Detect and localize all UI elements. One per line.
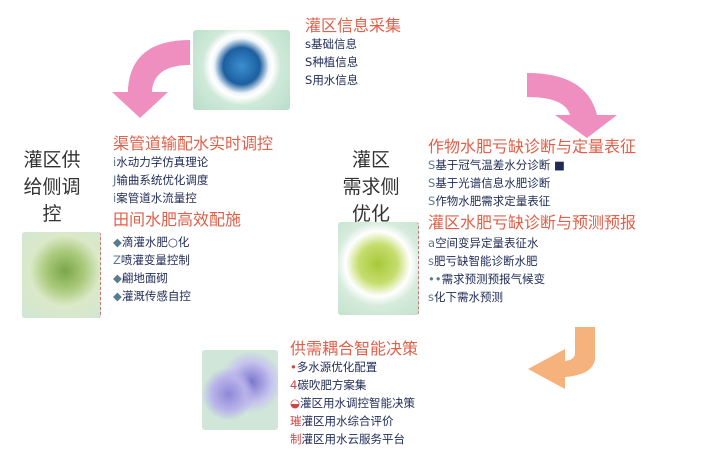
section-title: 作物水肥亏缺诊断与定量表征: [428, 137, 637, 156]
list-item: •多水源优化配置: [290, 360, 378, 374]
list-item: ◆灌溉传感自控: [113, 289, 191, 303]
demand-side-block: 作物水肥亏缺诊断与定量表征 S基于冠气温差水分诊断 ■ S基于光谱信息水肥诊断 …: [428, 138, 636, 306]
list-item: ••需求预测预报气候变: [428, 272, 546, 286]
list-item: s基础信息: [305, 37, 357, 51]
people-image: [202, 350, 278, 430]
demand-side-label: 灌区需求侧优化: [342, 149, 400, 225]
list-item: s肥亏缺智能诊断水肥: [428, 254, 538, 268]
list-item: ◒灌区用水调控智能决策: [290, 396, 416, 410]
list-item: S用水信息: [305, 73, 359, 87]
leaf-image: [338, 222, 419, 315]
section-title: 渠管道输配水实时调控: [113, 134, 274, 153]
globe-image: [193, 30, 290, 110]
supply-side-block: 渠管道输配水实时调控 i水动力学仿真理论 J输曲系统优化调度 i案管道水流量控 …: [113, 135, 273, 305]
decision-block: 供需耦合智能决策 •多水源优化配置 4碳吹肥方案集 ◒灌区用水调控智能决策 璀灌…: [290, 340, 418, 448]
tree-faucet-image: [22, 232, 101, 318]
list-item: S基于光谱信息水肥诊断: [428, 176, 551, 190]
info-collection-block: 灌区信息采集 s基础信息 S种植信息 S用水信息: [305, 17, 401, 89]
list-item: 璀灌区用水综合评价: [290, 414, 394, 428]
list-item: ◆滴灌水肥○化: [113, 235, 190, 249]
list-item: i案管道水流量控: [113, 191, 197, 205]
section-title: 田间水肥高效配施: [113, 210, 242, 229]
list-item: a空间变异定量表征水: [428, 236, 539, 250]
decision-title: 供需耦合智能决策: [290, 339, 419, 358]
list-item: J输曲系统优化调度: [113, 173, 209, 187]
list-item: S基于冠气温差水分诊断 ■: [428, 158, 565, 172]
supply-side-label: 灌区供给侧调控: [23, 149, 81, 225]
list-item: ◆翩地面砌: [113, 271, 168, 285]
list-item: s化下需水预测: [428, 290, 503, 304]
orange-curved-arrow-icon: [527, 73, 617, 138]
section-title: 灌区水肥亏缺诊断与预测预报: [428, 213, 637, 232]
list-item: S种植信息: [305, 55, 359, 69]
info-collection-title: 灌区信息采集: [305, 16, 402, 35]
orange-return-arrow-icon: [528, 327, 595, 389]
list-item: 制灌区用水云服务平台: [290, 432, 405, 446]
list-item: i水动力学仿真理论: [113, 155, 209, 169]
list-item: Z喷灌变量控制: [113, 253, 190, 267]
pink-curved-arrow-icon: [112, 40, 190, 118]
list-item: 4碳吹肥方案集: [290, 378, 367, 392]
list-item: S作物水肥需求定量表征: [428, 194, 551, 208]
